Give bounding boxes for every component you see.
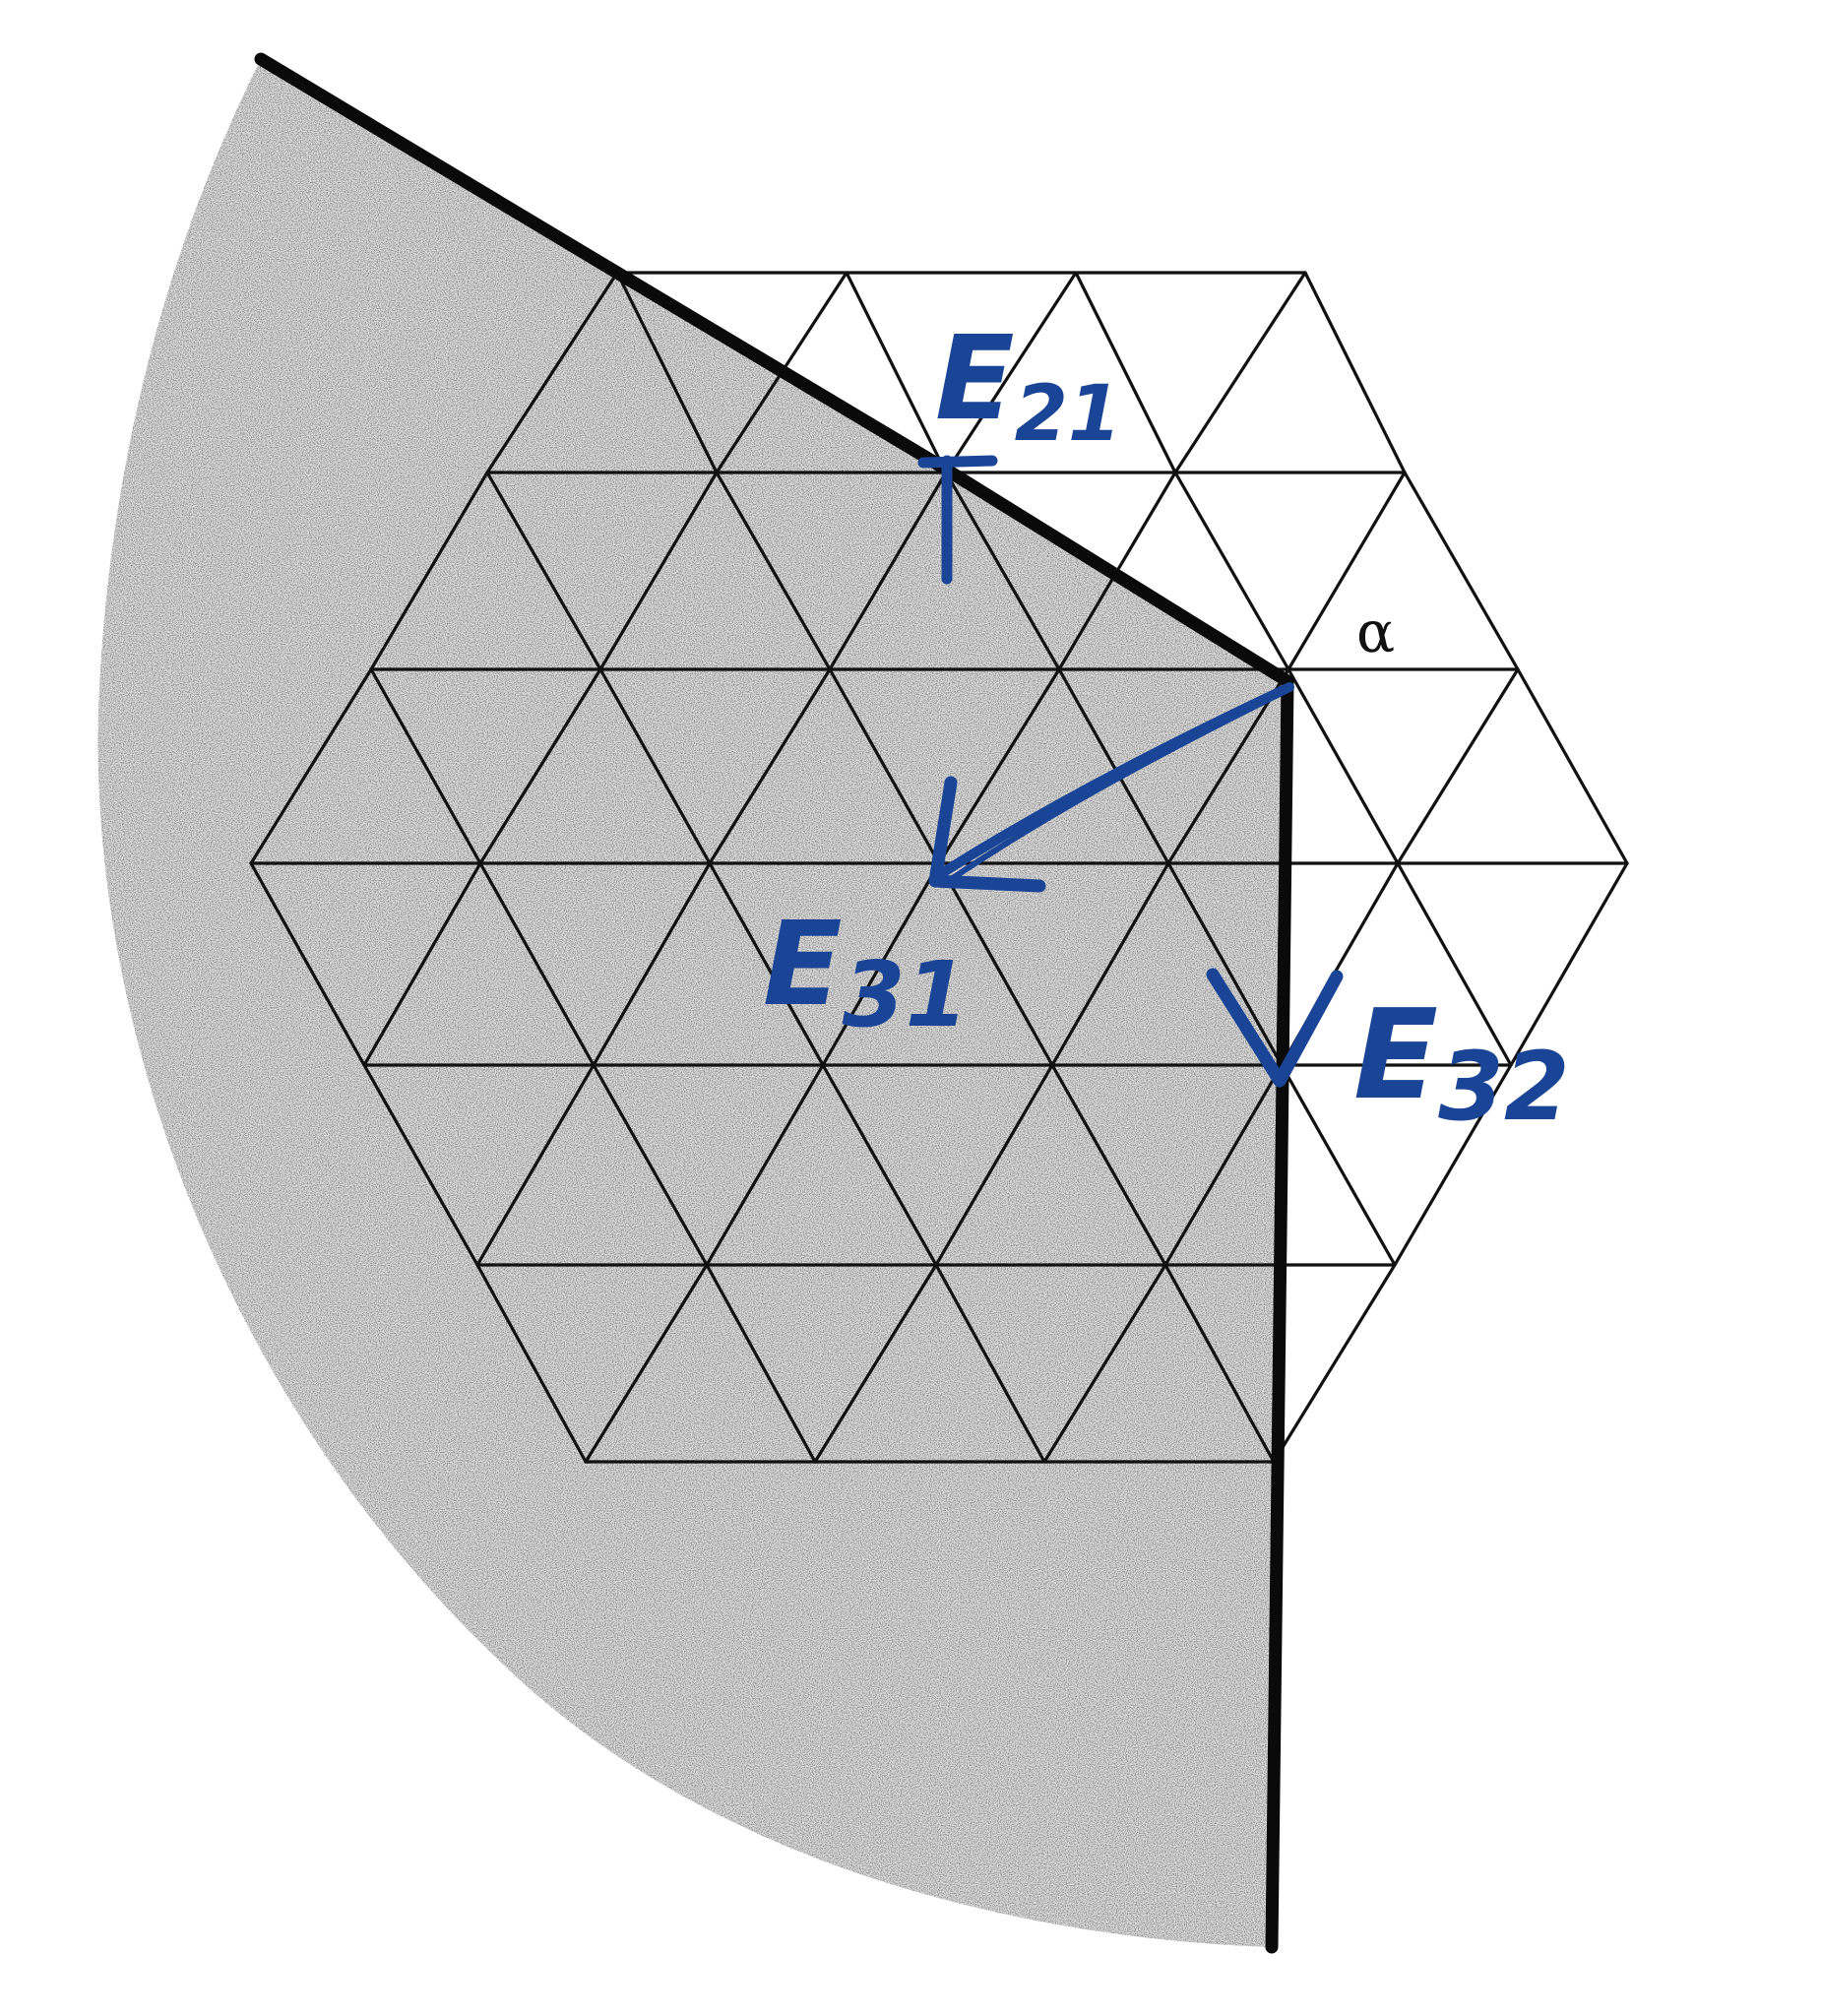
- e31-arrow: [928, 682, 1294, 893]
- lattice-edge: [813, 1263, 938, 1464]
- lattice-edge: [705, 1063, 825, 1267]
- lattice-edge: [1074, 271, 1177, 474]
- lattice-edge: [584, 1263, 709, 1464]
- e31-arrowhead-icon: [928, 776, 1046, 893]
- e32-letter: E: [1353, 982, 1438, 1127]
- lattice-edge: [1173, 271, 1307, 474]
- lattice-edge: [1166, 861, 1284, 1067]
- lattice-edge: [934, 1263, 1046, 1464]
- lattice-edge: [1057, 667, 1170, 865]
- lattice-edge: [705, 1263, 817, 1464]
- e21-tick-icon: [917, 455, 998, 585]
- lattice-edge: [598, 471, 719, 671]
- lattice-edge: [1042, 1263, 1167, 1464]
- lattice-edge: [362, 1063, 479, 1267]
- lattice-edge: [1050, 861, 1170, 1067]
- lattice-edge: [821, 1063, 938, 1267]
- lattice-edge: [937, 861, 1054, 1067]
- e21-label: E21: [935, 310, 1121, 459]
- lattice-edge: [598, 667, 712, 865]
- e21-marker: [917, 455, 998, 585]
- e32-check-icon: [1206, 968, 1344, 1088]
- lattice-edge: [828, 667, 941, 865]
- lattice-edge: [362, 861, 482, 1067]
- e21-subscript: 21: [1015, 370, 1122, 459]
- e32-marker: [1206, 968, 1344, 1088]
- triangular-lattice: [249, 271, 1629, 1464]
- lattice-edge: [845, 271, 948, 474]
- lattice-edge: [1050, 1063, 1167, 1267]
- lattice-edge: [715, 471, 832, 671]
- vertical-wall: [1265, 674, 1294, 1954]
- lattice-edge: [485, 271, 619, 474]
- lattice-edge: [944, 471, 1061, 671]
- lattice-edge: [1173, 471, 1290, 671]
- lattice-edge: [1396, 667, 1520, 865]
- lattice-edge: [1396, 861, 1513, 1067]
- e31-arrow-shaft-icon-2: [950, 692, 1281, 881]
- lattice-edge: [369, 471, 489, 671]
- lattice-edge: [828, 471, 948, 671]
- lattice-edge: [1287, 667, 1400, 865]
- lattice-edge: [1163, 1063, 1284, 1267]
- lattice-edge: [708, 861, 825, 1067]
- lattice-edge: [708, 667, 832, 865]
- lattice-edge: [821, 861, 941, 1067]
- lattice-edge: [249, 667, 373, 865]
- e31-label: E31: [763, 896, 969, 1047]
- lattice-edge: [1403, 471, 1520, 671]
- lattice-edge: [1509, 861, 1629, 1067]
- e32-label: E32: [1353, 982, 1570, 1142]
- lattice-edge: [1163, 1263, 1276, 1464]
- lattice-edge: [478, 667, 602, 865]
- lattice-edge: [485, 471, 602, 671]
- lattice-edge: [615, 271, 719, 474]
- annotations: E21 E31 E32: [763, 310, 1570, 1142]
- lattice-edge: [475, 1263, 588, 1464]
- e21-letter: E: [935, 310, 1015, 446]
- lattice-edge: [1287, 471, 1407, 671]
- e31-subscript: 31: [843, 942, 969, 1047]
- lattice-edge: [1393, 1063, 1513, 1267]
- lattice-edge: [1272, 1263, 1397, 1464]
- alpha-label: α: [1356, 598, 1395, 665]
- lattice-edge: [944, 271, 1078, 474]
- e31-letter: E: [763, 896, 843, 1032]
- shaded-region: [97, 59, 1287, 1947]
- lattice-edge: [1516, 667, 1629, 865]
- lattice-edge: [1303, 271, 1407, 474]
- lattice-edge: [249, 861, 366, 1067]
- boundary-walls: [254, 52, 1294, 1954]
- upper-wall: [254, 52, 1294, 688]
- lattice-edge: [369, 667, 482, 865]
- lattice-edge: [937, 667, 1061, 865]
- lattice-edge: [934, 1063, 1054, 1267]
- lattice-edge: [478, 861, 596, 1067]
- lattice-edge: [592, 861, 712, 1067]
- lattice-edge: [475, 1063, 596, 1267]
- lattice-edge: [1280, 1063, 1397, 1267]
- lattice-edge: [592, 1063, 709, 1267]
- e32-subscript: 32: [1438, 1032, 1570, 1142]
